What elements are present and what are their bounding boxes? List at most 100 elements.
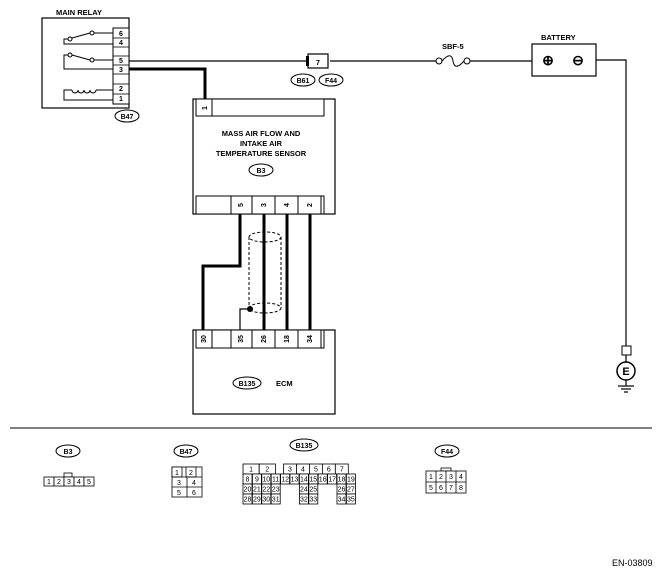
b135-cell-label: 7	[340, 467, 344, 474]
relay-pin-1: 1	[119, 96, 123, 103]
maf-title-line-2: INTAKE AIR	[240, 139, 283, 148]
junction-connector-f44: F44	[325, 78, 337, 85]
b135-cell-label: 14	[300, 477, 308, 484]
b135-cell-label: 22	[262, 487, 270, 494]
b135-cell-label: 8	[246, 477, 250, 484]
maf-pin-2: 2	[307, 203, 314, 207]
relay-connector-oval	[114, 109, 140, 123]
b47-cell-6: 6	[192, 490, 196, 497]
maf-title-line-1: MASS AIR FLOW AND	[222, 129, 301, 138]
b135-cell-label: 10	[262, 477, 270, 484]
b135-cell-label: 13	[291, 477, 299, 484]
b135-cell-label: 31	[272, 497, 280, 504]
b135-cell-label: 4	[301, 467, 305, 474]
relay-pin-4: 4	[119, 40, 123, 47]
relay-contacts	[63, 30, 113, 70]
maf-pin-5: 5	[238, 203, 245, 207]
b135-cell-label: 12	[281, 477, 289, 484]
maf-sensor: 1 MASS AIR FLOW AND INTAKE AIR TEMPERATU…	[192, 98, 336, 215]
ecm-pin-18: 18	[284, 335, 291, 343]
b135-cell-label: 28	[244, 497, 252, 504]
b47-cell-2: 2	[189, 470, 193, 477]
relay-connector-label: B47	[121, 114, 134, 121]
b3-cell-4: 4	[77, 479, 81, 486]
f44-title: F44	[441, 449, 453, 456]
b135-cell-label: 35	[347, 497, 355, 504]
junction-connector-b61: B61	[297, 78, 310, 85]
b135-cell-label: 20	[244, 487, 252, 494]
f44-cell-3: 3	[449, 474, 453, 481]
relay-pin-3: 3	[119, 67, 123, 74]
wires	[125, 59, 627, 346]
relay-pin-5: 5	[119, 58, 123, 65]
b47-cell-4: 4	[192, 480, 196, 487]
reference-code: EN-03809	[612, 558, 653, 568]
b3-cell-3: 3	[67, 479, 71, 486]
b135-cell-label: 16	[319, 477, 327, 484]
maf-pin-3: 3	[261, 203, 268, 207]
wire-battery-to-ground	[596, 59, 627, 346]
maf-title-line-3: TEMPERATURE SENSOR	[216, 149, 307, 158]
relay-pin-6: 6	[119, 31, 123, 38]
f44-cell-1: 1	[429, 474, 433, 481]
ground-label: E	[622, 366, 629, 378]
b135-cell-label: 21	[253, 487, 261, 494]
b135-cell-label: 26	[338, 487, 346, 494]
ecm: 30 35 26 18 34 B135 ECM	[192, 329, 336, 415]
b3-cell-2: 2	[57, 479, 61, 486]
b135-title: B135	[296, 443, 313, 450]
b47-cell-3: 3	[177, 480, 181, 487]
b135-cell-label: 1	[249, 467, 253, 474]
b135-cell-label: 6	[327, 467, 331, 474]
b135-cell-label: 23	[272, 487, 280, 494]
battery-minus-icon: ⊖	[572, 52, 584, 68]
b135-cell-label: 9	[255, 477, 259, 484]
b135-cell-label: 25	[309, 487, 317, 494]
b135-cell-label: 30	[262, 497, 270, 504]
b47-cell-5: 5	[177, 490, 181, 497]
junction-connector: 7 B61 F44	[290, 53, 344, 87]
wire-relay-to-maf	[125, 67, 207, 99]
b135-cell-label: 34	[338, 497, 346, 504]
b135-cell-label: 15	[309, 477, 317, 484]
b47-title: B47	[180, 449, 193, 456]
b3-title: B3	[64, 449, 73, 456]
battery: BATTERY ⊕ ⊖	[531, 33, 597, 77]
wire-maf5-to-ecm30	[201, 214, 242, 330]
ecm-connector-label: B135	[239, 381, 256, 388]
main-relay-title: MAIN RELAY	[56, 8, 102, 17]
main-relay: MAIN RELAY 6 4 5 3 2 1	[41, 8, 140, 123]
b135-cell-label: 19	[347, 477, 355, 484]
connector-view-b47: B47 1 2 3 4 5 6	[171, 444, 203, 498]
ecm-pin-30: 30	[201, 335, 208, 343]
f44-cell-7: 7	[449, 485, 453, 492]
b135-cell-label: 27	[347, 487, 355, 494]
b135-cell-label: 2	[265, 467, 269, 474]
relay-coil	[63, 89, 113, 101]
b3-cell-1: 1	[47, 479, 51, 486]
f44-cell-4: 4	[459, 474, 463, 481]
b135-cell-label: 11	[272, 477, 279, 484]
connector-view-b3: B3 1 2 3 4 5	[43, 444, 95, 487]
b135-cell-label: 3	[288, 467, 292, 474]
maf-top-pin-1: 1	[202, 106, 209, 110]
fuse: SBF-5	[435, 42, 471, 67]
ecm-pin-35: 35	[238, 335, 245, 343]
b135-cell-box	[345, 493, 356, 505]
ecm-pin-26: 26	[261, 335, 268, 343]
b135-cell-label: 32	[300, 497, 308, 504]
maf-pin-4: 4	[284, 203, 291, 207]
b135-cell-box	[270, 493, 281, 505]
b135-cell-label: 17	[328, 477, 336, 484]
b135-cell-label: 24	[300, 487, 308, 494]
b135-cell-label: 29	[253, 497, 261, 504]
wire-shield	[248, 231, 282, 314]
f44-cell-8: 8	[459, 485, 463, 492]
maf-connector-label: B3	[257, 168, 266, 175]
f44-cell-5: 5	[429, 485, 433, 492]
ecm-pin-34: 34	[307, 335, 314, 343]
b135-cell-box	[261, 493, 272, 505]
